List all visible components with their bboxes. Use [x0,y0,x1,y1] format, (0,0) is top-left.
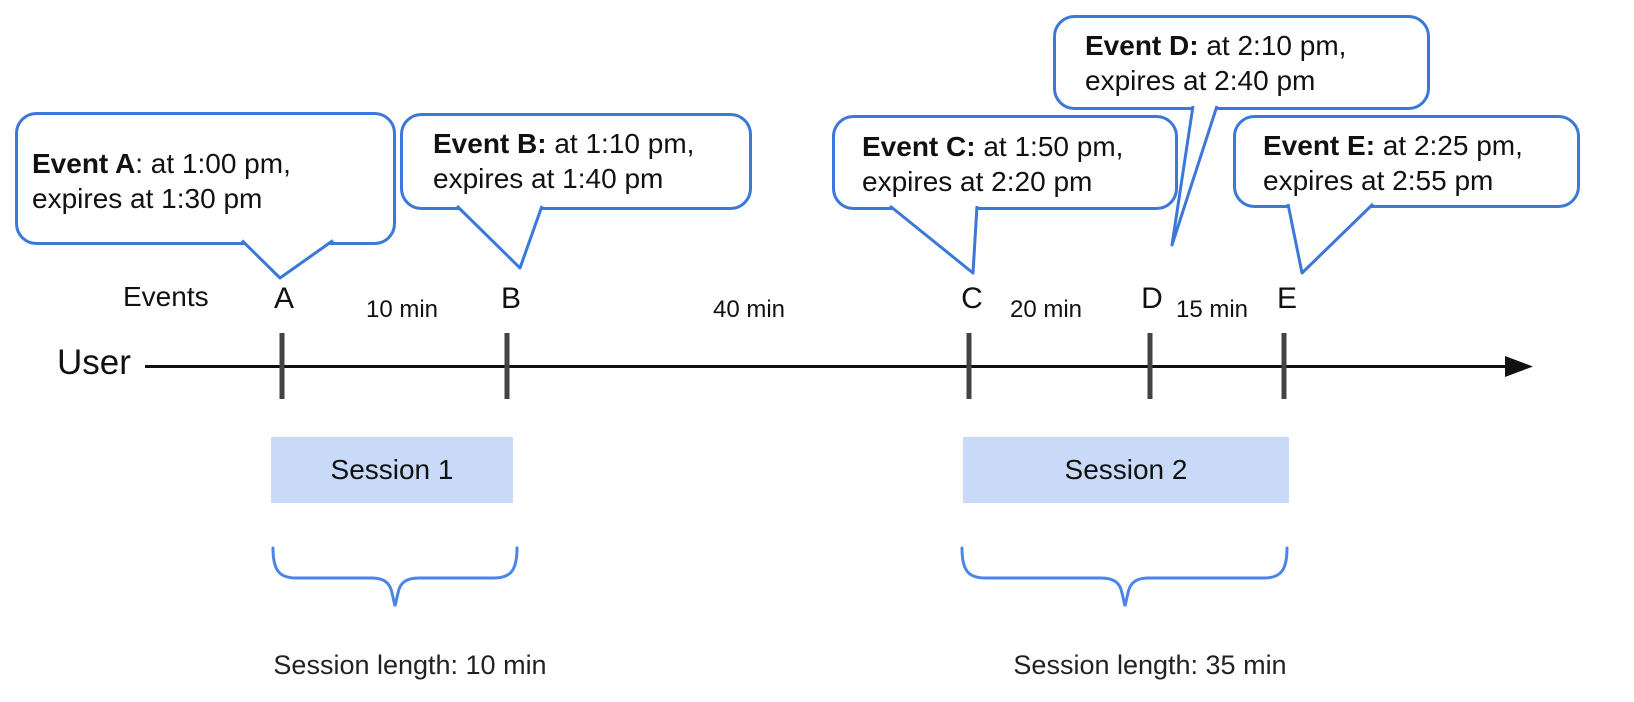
event-a-expiry: expires at 1:30 pm [32,183,263,214]
event-d-bubble-tail [1170,105,1219,247]
tick-label-b: B [500,282,522,315]
event-b-title: Event B: [433,128,547,159]
event-e-title: Event E: [1263,130,1376,161]
session-1-length-caption: Session length: 10 min [273,650,547,680]
tick-label-a: A [273,282,295,315]
event-a-callout: Event A: at 1:00 pm, expires at 1:30 pm [32,146,291,216]
event-c-callout: Event C: at 1:50 pm, expires at 2:20 pm [862,129,1123,199]
events-row-label: Events [123,281,209,312]
event-a-title: Event A [32,148,136,179]
session-2-label: Session 2 [1064,454,1188,485]
event-a-time: : at 1:00 pm, [135,148,291,179]
tick-label-d: D [1141,282,1163,315]
event-e-time: at 2:25 pm, [1375,130,1523,161]
tick-event-a [279,333,285,399]
tick-label-c: C [961,282,983,315]
event-d-callout: Event D: at 2:10 pm, expires at 2:40 pm [1085,28,1346,98]
event-b-bubble-shape [400,113,752,270]
event-e-bubble-tail [1286,202,1375,275]
session-1-label: Session 1 [330,454,454,485]
session-1-brace [271,546,519,607]
event-c-time: at 1:50 pm, [975,131,1124,162]
session-2-brace [960,546,1289,607]
event-b-bubble-tail [455,204,544,270]
tick-event-e [1281,333,1287,399]
event-b-time: at 1:10 pm, [546,128,695,159]
event-d-bubble-outline [1053,15,1430,110]
user-axis-label: User [57,343,131,382]
event-e-bubble-outline [1233,115,1580,208]
event-e-callout: Event E: at 2:25 pm, expires at 2:55 pm [1263,128,1523,198]
gap-d-e-duration: 15 min [1175,296,1249,323]
tick-event-d [1147,333,1153,399]
event-b-expiry: expires at 1:40 pm [433,163,664,194]
event-b-line1: Event B: at 1:10 pm, [433,126,694,161]
tick-label-e: E [1276,282,1298,315]
event-c-bubble-tail [889,204,979,275]
event-b-bubble-outline [400,113,752,210]
timeline-arrowhead-icon [1505,356,1533,377]
event-d-time: at 2:10 pm, [1198,30,1347,61]
event-c-expiry: expires at 2:20 pm [862,166,1093,197]
tick-event-c [966,333,972,399]
event-e-bubble-shape [1233,115,1580,275]
event-d-title: Event D: [1085,30,1199,61]
event-b-callout: Event B: at 1:10 pm, expires at 1:40 pm [433,126,694,196]
event-a-bubble-shape [15,112,396,280]
gap-b-c-duration: 40 min [712,296,786,323]
session-2-length-caption: Session length: 35 min [1013,650,1287,680]
gap-c-d-duration: 20 min [1009,296,1083,323]
event-e-line1: Event E: at 2:25 pm, [1263,128,1523,163]
event-d-line1: Event D: at 2:10 pm, [1085,28,1346,63]
event-c-line1: Event C: at 1:50 pm, [862,129,1123,164]
event-c-bubble-shape [832,115,1178,275]
event-a-line1: Event A: at 1:00 pm, [32,146,291,181]
event-d-expiry: expires at 2:40 pm [1085,65,1316,96]
event-c-title: Event C: [862,131,976,162]
event-a-bubble-outline [15,112,396,245]
tick-event-b [504,333,510,399]
gap-a-b-duration: 10 min [365,296,439,323]
session-1-box: Session 1 [271,437,513,503]
event-d-bubble-shape [1053,15,1430,247]
event-e-expiry: expires at 2:55 pm [1263,165,1494,196]
event-a-bubble-tail [240,239,334,280]
session-2-box: Session 2 [963,437,1289,503]
event-c-bubble-outline [832,115,1178,210]
